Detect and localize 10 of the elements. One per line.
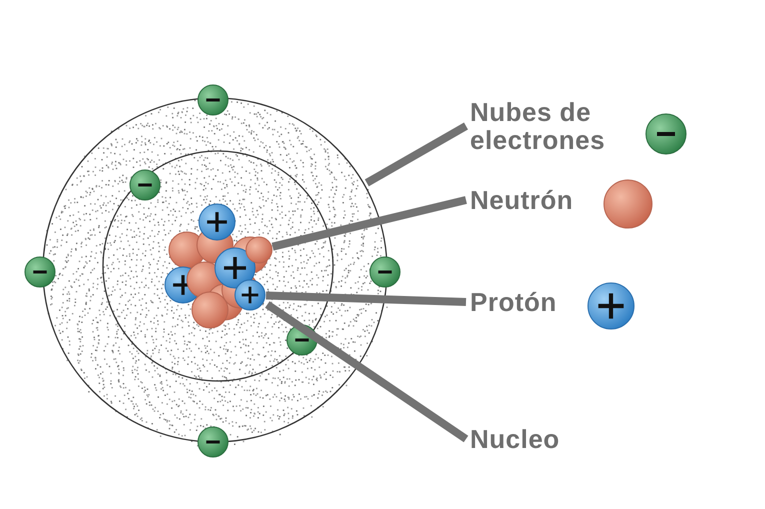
leader-line [364, 122, 468, 186]
leader-line [266, 292, 466, 306]
proton-ball [234, 279, 266, 311]
part-label: Neutrón [470, 186, 600, 214]
neutron-ball [245, 236, 273, 264]
part-label: Nucleo [470, 425, 590, 453]
leader-line [272, 196, 467, 251]
part-label: Protón [470, 288, 580, 316]
part-label: Nubes de electrones [470, 98, 640, 154]
leader-line [265, 301, 468, 442]
